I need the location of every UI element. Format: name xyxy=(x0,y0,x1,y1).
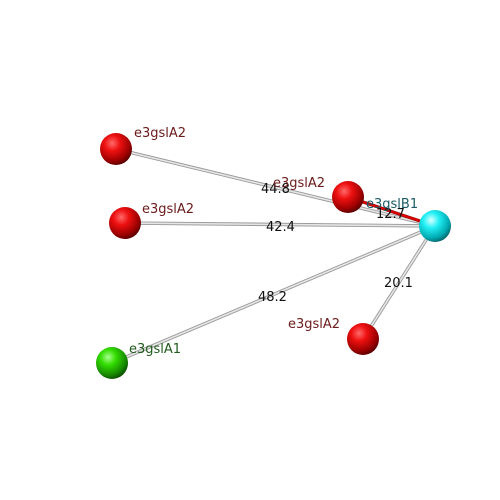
node-a2_mid[interactable] xyxy=(332,181,364,213)
edge-distance-label: 44.8 xyxy=(261,182,290,197)
node-label-a2_left_mid: e3gslA2 xyxy=(142,202,194,217)
node-a2_left_top[interactable] xyxy=(100,133,132,165)
node-a1[interactable] xyxy=(96,347,128,379)
edge-distance-label: 42.4 xyxy=(266,220,295,235)
node-label-a2_bottom: e3gslA2 xyxy=(288,317,340,332)
node-label-a2_left_top: e3gslA2 xyxy=(134,126,186,141)
edge-a2_bottom-to-b1 xyxy=(362,225,436,340)
node-a2_bottom[interactable] xyxy=(347,323,379,355)
edge-distance-label: 48.2 xyxy=(258,290,287,305)
edge-labels-layer: 44.8 42.4 48.2 20.1 12.7 xyxy=(258,182,413,305)
node-a2_left_mid[interactable] xyxy=(109,207,141,239)
edge-distance-label: 20.1 xyxy=(384,276,413,291)
edge-distance-label: 12.7 xyxy=(376,207,405,222)
edge-a2_left_mid-to-b1 xyxy=(124,222,436,227)
node-label-a2_mid: e3gslA2 xyxy=(273,176,325,191)
nodes-layer xyxy=(96,133,451,379)
edges-layer xyxy=(111,147,437,365)
node-label-b1: e3gslB1 xyxy=(366,197,418,212)
node-labels-layer: e3gslA2 e3gslA2 e3gslA2 e3gslB1 e3gslA2 e3gsl… xyxy=(129,126,418,357)
node-label-a1: e3gslA1 xyxy=(129,342,181,357)
edge-a1-to-b1 xyxy=(111,225,436,364)
edge-a2_left_top-to-b1 xyxy=(115,148,436,227)
node-b1[interactable] xyxy=(419,210,451,242)
